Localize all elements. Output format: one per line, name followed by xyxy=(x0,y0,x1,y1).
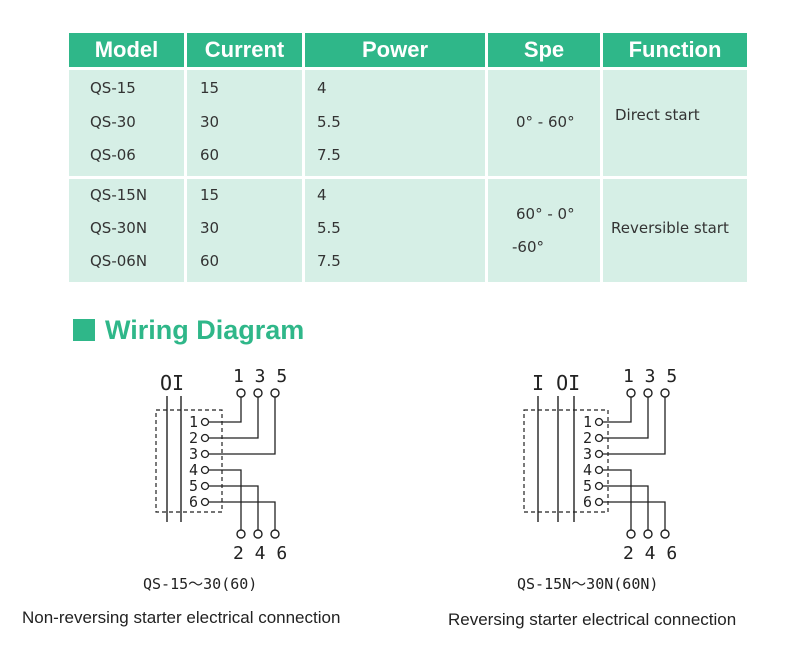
model-cell-group-1: QS-15 QS-30 QS-06 xyxy=(69,70,184,176)
current-value: 15 xyxy=(200,79,220,97)
svg-text:5: 5 xyxy=(189,477,198,495)
svg-text:1: 1 xyxy=(189,413,198,431)
side-terminals: 1 2 3 4 5 6 xyxy=(189,413,210,511)
power-value: 4 xyxy=(317,186,327,204)
header-power: Power xyxy=(305,33,485,67)
heading-square-icon xyxy=(73,319,95,341)
section-heading: Wiring Diagram xyxy=(73,314,305,345)
model-value: QS-30N xyxy=(90,219,148,237)
svg-text:1: 1 xyxy=(583,413,592,431)
model-value: QS-15 xyxy=(90,79,136,97)
switch-position-label: OI xyxy=(160,371,184,395)
diagram-caption: Non-reversing starter electrical connect… xyxy=(22,608,341,627)
svg-text:6: 6 xyxy=(583,493,592,511)
power-value: 4 xyxy=(317,79,327,97)
power-value: 5.5 xyxy=(317,219,341,237)
model-value: QS-06N xyxy=(90,252,148,270)
power-value: 7.5 xyxy=(317,146,341,164)
function-cell-group-2: Reversible start xyxy=(603,179,747,282)
power-value: 7.5 xyxy=(317,252,341,270)
spe-value: 60° - 0° xyxy=(516,205,575,223)
header-current: Current xyxy=(187,33,302,67)
current-value: 30 xyxy=(200,219,220,237)
diagram-model-label: QS-15～30(60) xyxy=(143,575,258,593)
spe-value: 0° - 60° xyxy=(516,113,575,131)
function-value: Reversible start xyxy=(611,219,729,237)
svg-text:2: 2 xyxy=(583,429,592,447)
side-terminals: 1 2 3 4 5 6 xyxy=(583,413,604,511)
current-value: 60 xyxy=(200,252,220,270)
wiring-diagram-reversing: I OI 1 3 5 1 2 3 4 5 6 2 4 6 xyxy=(523,366,677,564)
current-cell-group-2: 15 30 60 xyxy=(187,179,302,282)
svg-text:5: 5 xyxy=(583,477,592,495)
section-title: Wiring Diagram xyxy=(105,314,305,345)
header-model: Model xyxy=(69,33,184,67)
bottom-terminal-labels: 2 4 6 xyxy=(233,543,287,564)
wiring-diagram-non-reversing: OI 1 3 5 1 2 3 4 5 6 2 4 6 xyxy=(155,366,287,564)
function-value: Direct start xyxy=(615,106,700,124)
header-function: Function xyxy=(603,33,747,67)
power-cell-group-2: 4 5.5 7.5 xyxy=(305,179,485,282)
model-value: QS-30 xyxy=(90,113,136,131)
svg-text:6: 6 xyxy=(189,493,198,511)
switch-position-label: I OI xyxy=(532,371,580,395)
model-cell-group-2: QS-15N QS-30N QS-06N xyxy=(69,179,184,282)
current-value: 15 xyxy=(200,186,220,204)
svg-text:4: 4 xyxy=(189,461,198,479)
top-terminal-labels: 1 3 5 xyxy=(623,366,677,387)
current-value: 30 xyxy=(200,113,220,131)
current-cell-group-1: 15 30 60 xyxy=(187,70,302,176)
svg-text:3: 3 xyxy=(189,445,198,463)
diagram-caption: Reversing starter electrical connection xyxy=(448,610,737,629)
svg-text:2: 2 xyxy=(189,429,198,447)
svg-text:3: 3 xyxy=(583,445,592,463)
spe-value-line2: -60° xyxy=(512,238,544,256)
model-value: QS-06 xyxy=(90,146,136,164)
top-terminal-labels: 1 3 5 xyxy=(233,366,287,387)
bottom-terminal-labels: 2 4 6 xyxy=(623,543,677,564)
header-spe: Spe xyxy=(488,33,600,67)
spe-cell-group-2: 60° - 0° -60° xyxy=(488,179,600,282)
model-value: QS-15N xyxy=(90,186,148,204)
power-value: 5.5 xyxy=(317,113,341,131)
power-cell-group-1: 4 5.5 7.5 xyxy=(305,70,485,176)
diagram-model-label: QS-15N～30N(60N) xyxy=(517,575,659,593)
spe-cell-group-1: 0° - 60° xyxy=(488,70,600,176)
function-cell-group-1: Direct start xyxy=(603,70,747,176)
current-value: 60 xyxy=(200,146,220,164)
svg-text:4: 4 xyxy=(583,461,592,479)
